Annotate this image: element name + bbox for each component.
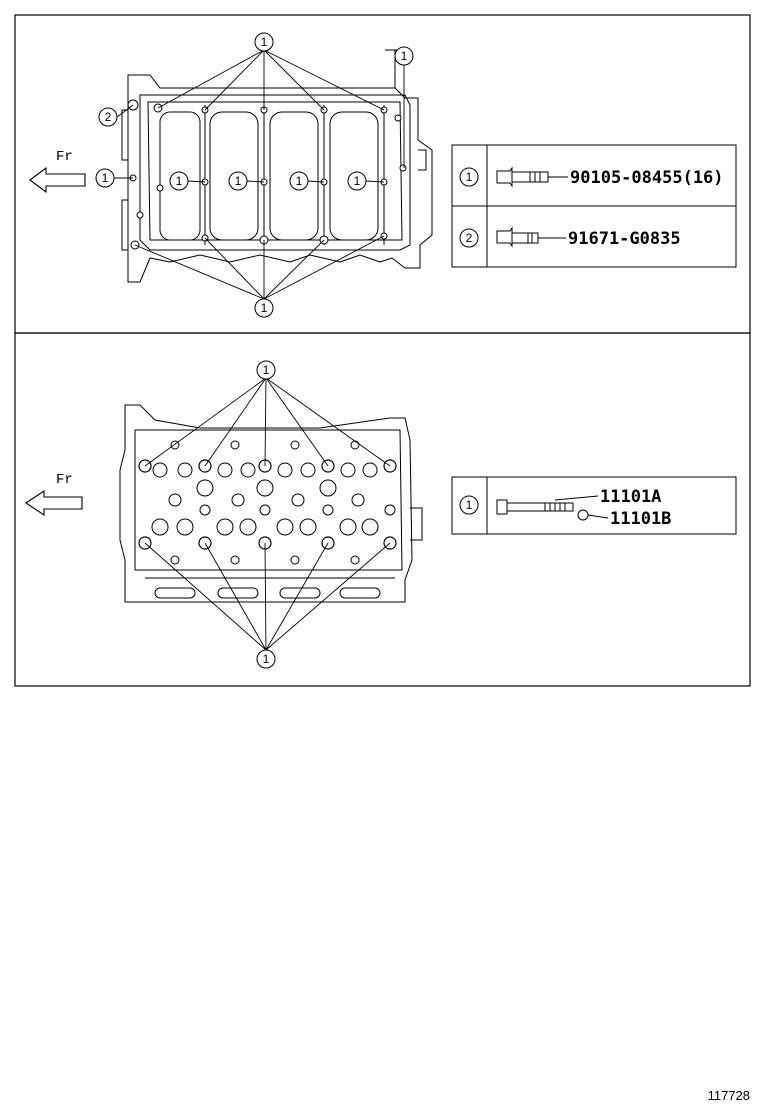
svg-text:1: 1 xyxy=(235,174,242,188)
svg-text:1: 1 xyxy=(261,35,268,49)
front-direction-arrow-bottom xyxy=(25,489,83,517)
legend-table-bottom xyxy=(451,476,737,535)
svg-text:1: 1 xyxy=(401,49,408,63)
head-bolt-icon xyxy=(496,495,609,521)
part-number-11101b: 11101B xyxy=(610,509,671,529)
legend-row-head-bolt: 1 11101A 11101B xyxy=(459,487,671,529)
bolt-holes-top-row xyxy=(127,99,407,250)
svg-text:1: 1 xyxy=(176,174,183,188)
bottom-panel-frame xyxy=(14,332,751,687)
svg-text:1: 1 xyxy=(466,170,473,184)
svg-text:1: 1 xyxy=(466,498,473,512)
callout-1-bore-a: 1 xyxy=(169,171,189,191)
callout-1-right: 1 xyxy=(394,46,414,66)
figure-id: 117728 xyxy=(707,1088,750,1103)
callout-1-bottom: 1 xyxy=(254,298,274,318)
legend-table-top xyxy=(451,144,737,268)
svg-text:1: 1 xyxy=(263,652,270,666)
callout-2: 2 xyxy=(98,107,118,127)
legend-row-2: 2 91671-G0835 xyxy=(459,226,681,249)
front-direction-arrow xyxy=(29,166,86,194)
callout-1-head-bottom: 1 xyxy=(256,649,276,669)
front-label: Fr xyxy=(56,149,73,165)
svg-text:1: 1 xyxy=(102,171,109,185)
callouts-top: 1 1 2 1 1 1 1 1 1 xyxy=(95,32,414,318)
callout-1-bore-c: 1 xyxy=(289,171,309,191)
part-number-90105: 90105-08455(16) xyxy=(570,168,724,188)
short-bolt-icon xyxy=(496,226,566,248)
svg-text:2: 2 xyxy=(466,231,473,245)
svg-text:1: 1 xyxy=(296,174,303,188)
flange-bolt-icon xyxy=(496,166,568,188)
callout-1-left: 1 xyxy=(95,168,115,188)
callout-1-top: 1 xyxy=(254,32,274,52)
callouts-bottom: 1 1 xyxy=(256,360,276,669)
legend-row-1: 1 90105-08455(16) xyxy=(459,166,724,188)
valve-ports xyxy=(151,440,396,565)
part-number-11101a: 11101A xyxy=(600,487,661,507)
svg-text:2: 2 xyxy=(105,110,112,124)
callout-1-bore-b: 1 xyxy=(228,171,248,191)
callout-1-head-top: 1 xyxy=(256,360,276,380)
cylinder-block-drawing xyxy=(121,49,433,283)
front-label-bottom: Fr xyxy=(56,472,73,488)
leader-lines-top xyxy=(114,49,405,300)
svg-text:1: 1 xyxy=(263,363,270,377)
leader-lines-bottom xyxy=(144,377,391,651)
callout-1-bore-d: 1 xyxy=(347,171,367,191)
svg-text:1: 1 xyxy=(354,174,361,188)
cylinder-head-drawing xyxy=(119,404,423,603)
part-number-91671: 91671-G0835 xyxy=(568,229,681,249)
svg-text:1: 1 xyxy=(261,301,268,315)
